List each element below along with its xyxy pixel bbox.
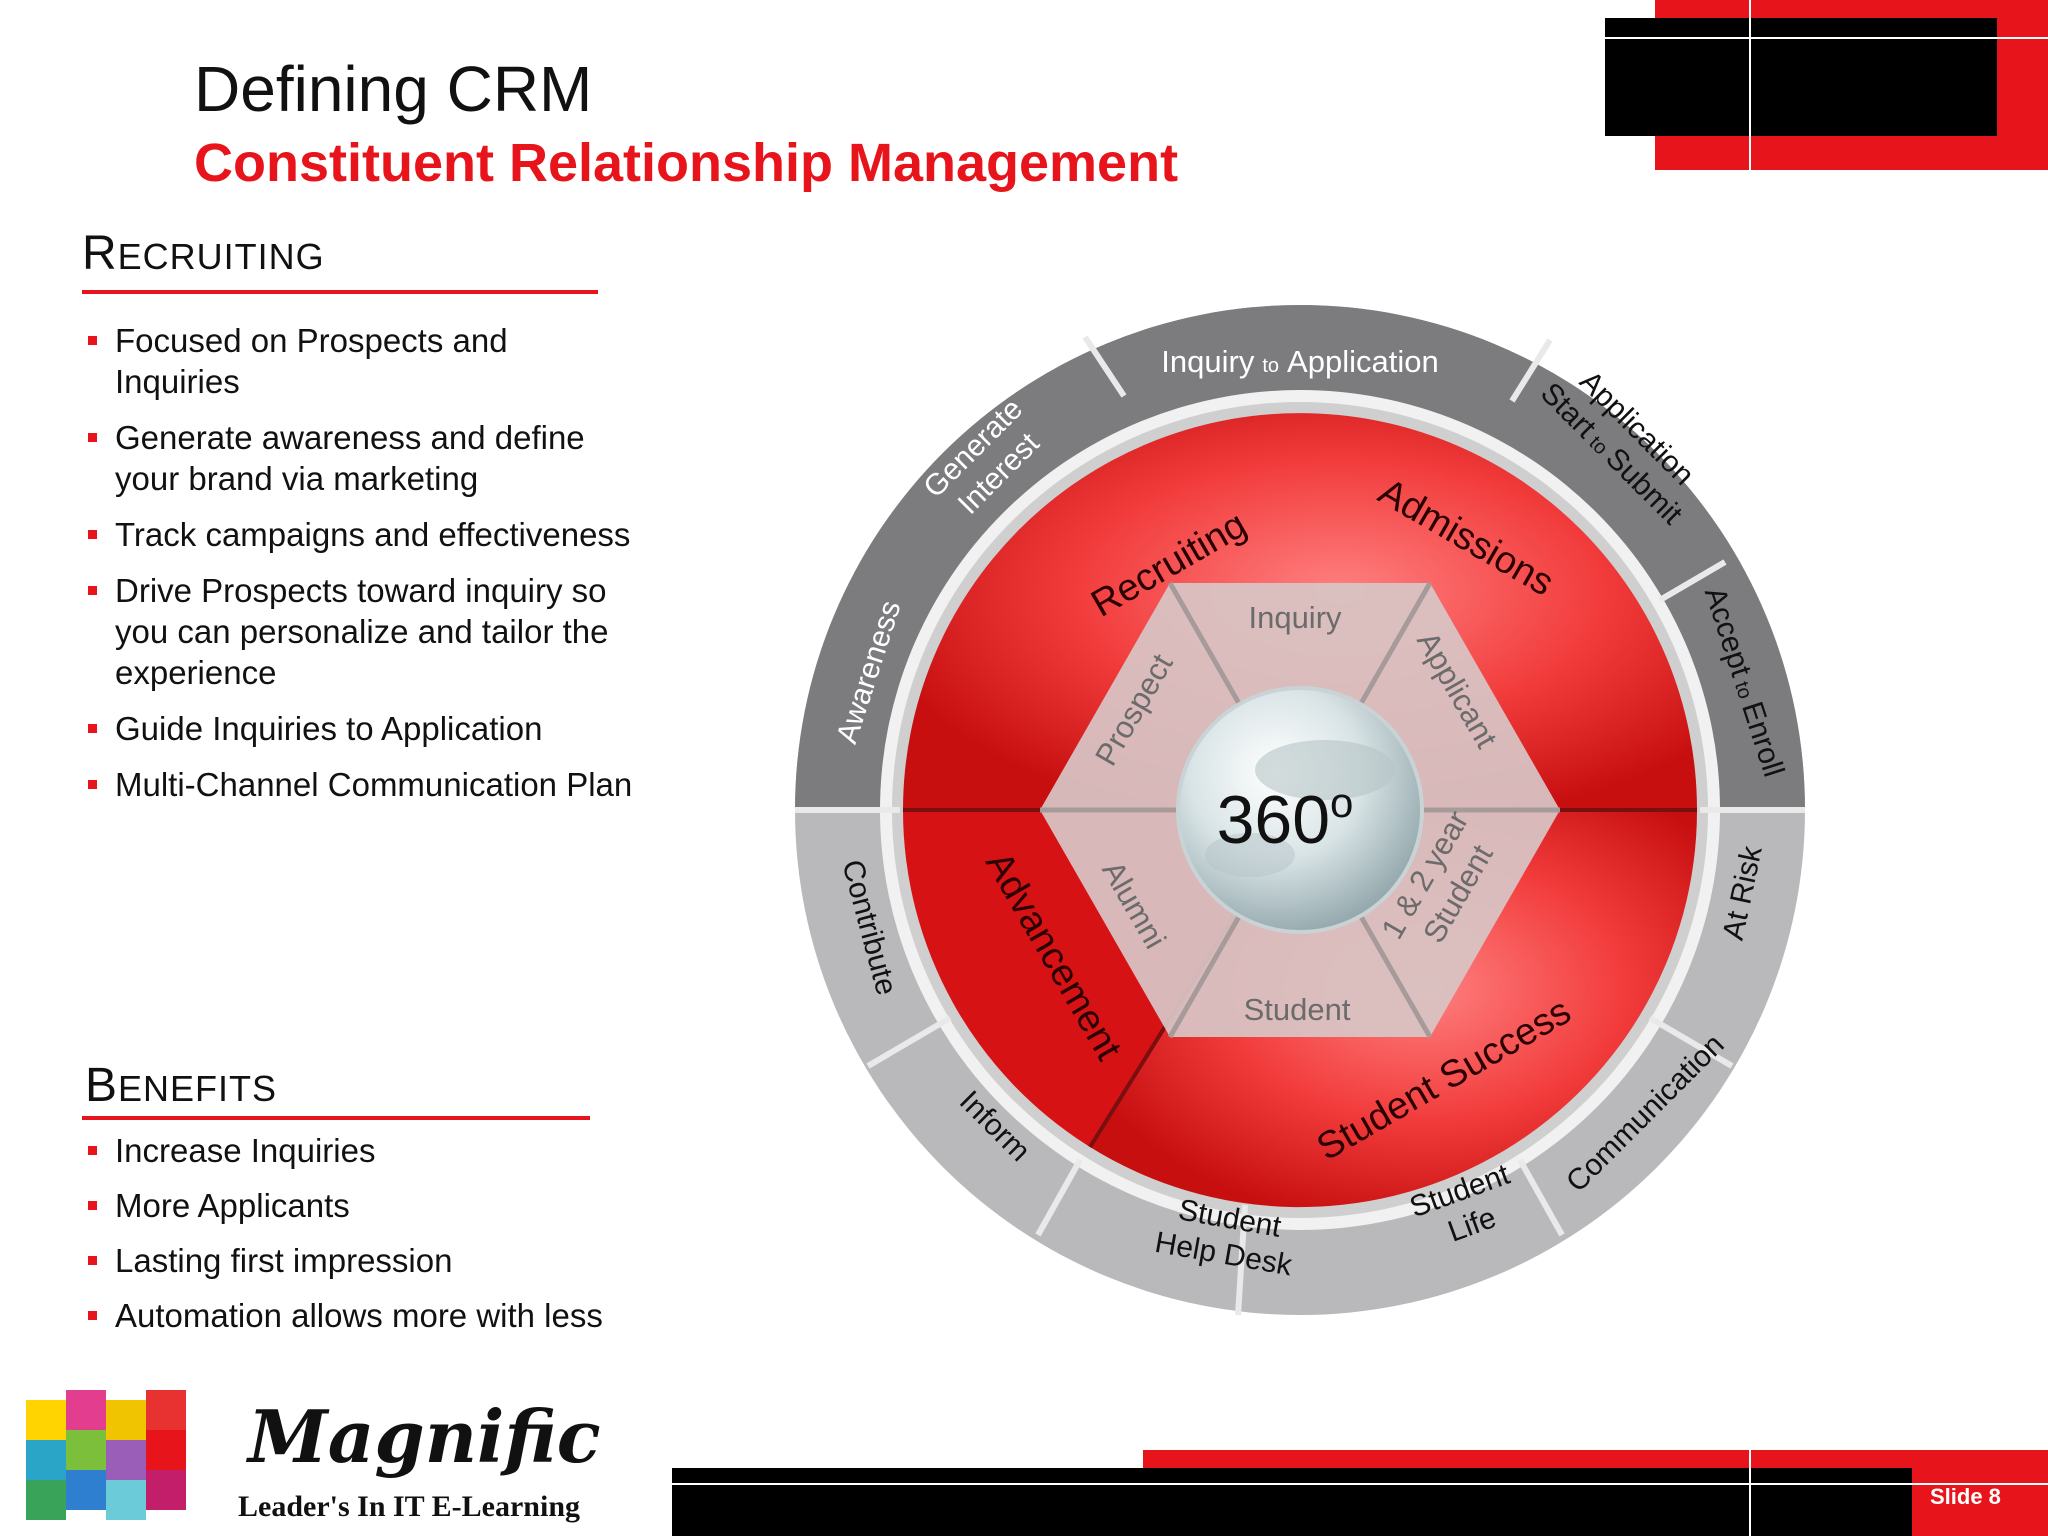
list-item: Multi-Channel Communication Plan bbox=[85, 764, 635, 805]
benefits-divider bbox=[82, 1116, 590, 1120]
list-item: Track campaigns and effectiveness bbox=[85, 514, 635, 555]
logo-cubes-icon bbox=[26, 1390, 186, 1520]
recruiting-list: Focused on Prospects and Inquiries Gener… bbox=[85, 320, 635, 820]
slide-title: Defining CRM bbox=[194, 52, 592, 126]
crm-360-wheel: 360o Recruiting Admissions Student Succe… bbox=[780, 290, 1820, 1330]
list-item: Generate awareness and define your brand… bbox=[85, 417, 635, 499]
list-item: Drive Prospects toward inquiry so you ca… bbox=[85, 570, 635, 693]
list-item: Focused on Prospects and Inquiries bbox=[85, 320, 635, 402]
magnific-logo: Magnific Leader's In IT E-Learning bbox=[20, 1380, 680, 1536]
stage-student: Student bbox=[1244, 992, 1351, 1027]
slide-number: Slide 8 bbox=[1930, 1484, 2001, 1510]
logo-tagline: Leader's In IT E-Learning bbox=[238, 1490, 580, 1523]
recruiting-divider bbox=[82, 290, 598, 294]
recruiting-heading-cap: R bbox=[82, 227, 118, 280]
recruiting-heading: RECRUITING bbox=[82, 226, 325, 281]
stage-inquiry: Inquiry bbox=[1248, 600, 1342, 635]
list-item: More Applicants bbox=[85, 1185, 685, 1226]
recruiting-heading-rest: ECRUITING bbox=[118, 236, 325, 277]
benefits-heading-cap: B bbox=[85, 1059, 118, 1112]
list-item: Lasting first impression bbox=[85, 1240, 685, 1281]
slide-subtitle: Constituent Relationship Management bbox=[194, 132, 1178, 194]
benefits-list: Increase Inquiries More Applicants Lasti… bbox=[85, 1130, 685, 1350]
benefits-heading-rest: ENEFITS bbox=[118, 1068, 277, 1109]
logo-name: Magnific bbox=[245, 1394, 601, 1479]
list-item: Guide Inquiries to Application bbox=[85, 708, 635, 749]
list-item: Increase Inquiries bbox=[85, 1130, 685, 1171]
list-item: Automation allows more with less bbox=[85, 1295, 685, 1336]
benefits-heading: BENEFITS bbox=[85, 1058, 277, 1113]
